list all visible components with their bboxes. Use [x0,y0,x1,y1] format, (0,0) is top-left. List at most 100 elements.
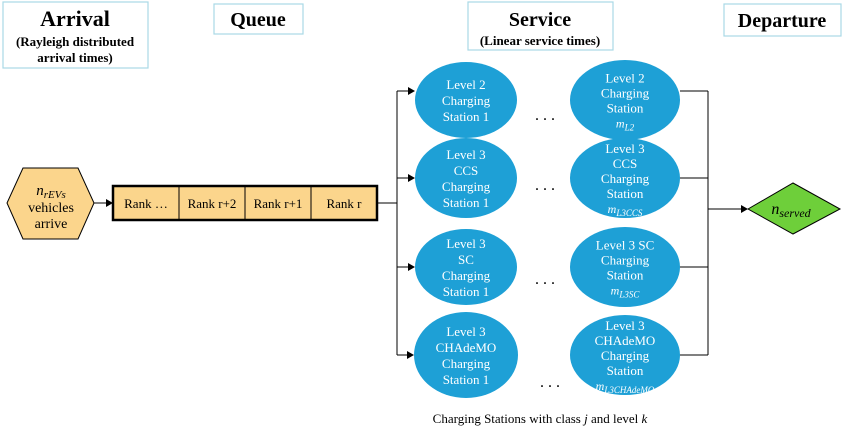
station-capacity-subscript: L3CHAdeMO [603,385,654,395]
arrival-line-3: arrive [35,217,68,232]
connector-arrowhead [408,263,415,271]
header-arrival-box [2,1,149,69]
header-arrival-title: Arrival [40,6,110,31]
station-label-line: Station 1 [443,372,490,387]
station-label-line: SC [458,252,474,267]
connector-arrowhead [408,87,415,95]
header-arrival-sub-2: arrival times) [37,50,112,65]
station-label-line: Station [607,268,644,283]
station-label-line: Charging [442,356,491,371]
departure-symbol: n [771,201,779,218]
arrival-node: nrEVs vehicles arrive [6,167,95,240]
station-label-line: Charging [442,268,491,283]
station-label-line: Level 2 [446,77,485,92]
station-label-line: Level 3 [446,236,485,251]
ellipsis: . . . [535,177,555,194]
arrival-line-2: vehicles [28,201,74,216]
queue-cell-label: Rank r [326,196,362,211]
footer-class-var: j [582,411,588,426]
arrival-count: nrEVs [36,183,66,201]
station-capacity-symbol: m [616,117,625,131]
departure-subscript: served [779,206,811,220]
header-departure-title: Departure [738,10,827,32]
station-label-line: Level 3 [605,318,644,333]
ellipsis: . . . [535,107,555,124]
arrowhead-arrival-queue [106,199,113,207]
footer-level-var: k [642,411,648,426]
station-capacity-symbol: m [596,379,605,393]
station-label-line: Charging [442,93,491,108]
connector-arrowhead [407,351,414,359]
station-capacity-subscript: L3SC [618,290,640,300]
footer-caption: Charging Stations with class j and level… [433,411,648,426]
station-label-line: CHAdeMO [595,333,656,348]
station-label-line: Level 2 [605,71,644,86]
station-label-line: Station 1 [443,284,490,299]
station-label-line: Station 1 [443,109,490,124]
queue-cell [178,185,246,221]
station-capacity-symbol: m [608,202,617,216]
station-capacity-symbol: m [611,284,620,298]
connector-arrowhead [408,174,415,182]
header-departure: Departure [723,3,842,37]
station-label-line: Level 3 [446,324,485,339]
station-ellipse [414,312,518,398]
station-label-line: Charging [442,179,491,194]
station-label-line: Station [607,101,644,116]
station-ellipse [570,315,680,395]
station-ellipse [415,138,517,218]
station-capacity: mL3CHAdeMO [596,379,655,395]
station-label-line: CCS [613,156,638,171]
header-service-sub: (Linear service times) [480,33,600,48]
connectors [377,87,748,359]
header-queue-title: Queue [230,9,286,31]
arrival-hexagon [6,167,95,240]
station-label-line: Station [607,363,644,378]
station-label-line: Level 3 [446,147,485,162]
queue-cell-label: Rank r+1 [254,196,303,211]
header-arrival: Arrival (Rayleigh distributed arrival ti… [2,1,149,69]
ellipsis-dots: . . . . . . . . . . . . [535,107,560,391]
station-capacity-subscript: L2 [624,123,635,133]
station-capacity: mL3SC [611,284,641,300]
station-label-line: Charging [601,171,650,186]
arrival-subscript: rEVs [44,189,66,201]
station-ellipse [415,62,517,138]
station-label-line: Charging [601,348,650,363]
station-label-line: CHAdeMO [436,340,497,355]
station-label-line: Charging [601,253,650,268]
header-queue: Queue [213,3,304,35]
ellipsis: . . . [540,374,560,391]
header-departure-box [723,3,842,37]
header-service: Service (Linear service times) [467,1,614,51]
station-label-line: Level 3 SC [596,238,655,253]
header-arrival-sub-1: (Rayleigh distributed [16,34,135,49]
station-capacity-subscript: L3CCS [615,208,643,218]
arrival-symbol: n [36,183,44,199]
station-label-line: Level 3 [605,141,644,156]
station-label-line: Charging [601,86,650,101]
header-service-title: Service [509,9,571,31]
header-queue-box [213,3,304,35]
ellipsis: . . . [535,271,555,288]
departure-node: nserved [746,182,842,235]
station-label-line: CCS [454,163,479,178]
station-capacity: mL2 [616,117,635,133]
station-ellipse [570,60,680,140]
station-ellipse [415,229,517,305]
header-service-box [467,1,614,51]
station-ellipse [570,227,680,307]
departure-diamond [746,182,842,235]
footer-prefix: Charging Stations with class [433,411,584,426]
